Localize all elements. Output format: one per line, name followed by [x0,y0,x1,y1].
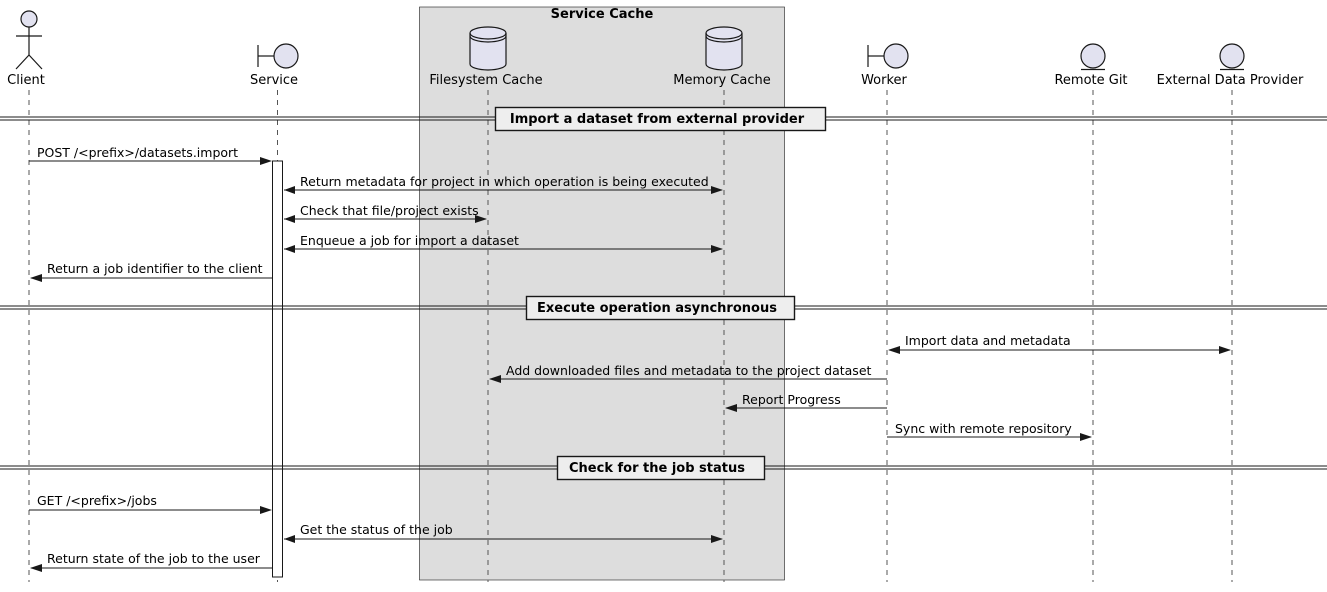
message-label: Return metadata for project in which ope… [300,174,709,189]
service-activation-bar [272,160,283,578]
divider-status: Check for the job status [0,455,1327,481]
arrow-head [260,157,272,165]
arrow-head [284,245,295,253]
message-label: Sync with remote repository [895,421,1072,436]
message-import-data: Import data and metadata [888,333,1231,354]
arrow-head [711,245,723,253]
participant-memory-cache: Memory Cache [673,26,771,88]
message-label: Get the status of the job [300,522,453,537]
message-sync-remote: Sync with remote repository [887,421,1092,441]
message-label: Enqueue a job for import a dataset [300,233,519,248]
message-label: Report Progress [742,392,841,407]
entity-icon [1080,43,1106,71]
message-label: Check that file/project exists [300,203,479,218]
participant-label: Client [7,73,45,88]
message-return-state: Return state of the job to the user [30,551,272,572]
divider-label: Check for the job status [569,461,745,476]
arrow-head [284,186,295,194]
message-label: POST /<prefix>/datasets.import [37,145,238,160]
database-icon [469,26,507,71]
participant-service: Service [250,43,299,88]
arrow-head [1219,346,1231,354]
arrow-head [284,215,295,223]
message-label: Add downloaded files and metadata to the… [506,363,872,378]
divider-import: Import a dataset from external provider [0,106,1327,132]
arrow-head [725,404,737,412]
arrow-head [260,506,272,514]
entity-icon [1219,43,1245,71]
service-cache-group [419,6,785,581]
participant-label: Worker [861,73,907,88]
message-return-job-id: Return a job identifier to the client [30,261,272,282]
arrow-head [711,535,723,543]
participant-label: Memory Cache [673,73,770,88]
divider-label: Import a dataset from external provider [510,112,805,127]
message-post-import: POST /<prefix>/datasets.import [29,145,272,165]
participant-filesystem-cache: Filesystem Cache [429,26,543,88]
message-check-file: Check that file/project exists [284,203,487,223]
divider-label: Execute operation asynchronous [537,301,777,316]
arrow-head [30,274,42,282]
arrow-head [489,375,501,383]
participant-remote-git: Remote Git [1054,43,1128,88]
message-report-progress: Report Progress [725,392,887,412]
participant-external-data-provider: External Data Provider [1157,43,1304,88]
boundary-icon [867,43,909,69]
participant-label: Filesystem Cache [429,73,542,88]
arrow-head [30,564,42,572]
boundary-icon [257,43,299,69]
participant-worker: Worker [861,43,909,88]
arrow-head [1080,433,1092,441]
message-enqueue-job: Enqueue a job for import a dataset [284,233,723,253]
arrow-head [284,535,295,543]
message-label: Return state of the job to the user [47,551,261,566]
message-return-metadata: Return metadata for project in which ope… [284,174,723,194]
message-get-jobs: GET /<prefix>/jobs [29,493,272,514]
message-get-status: Get the status of the job [284,522,723,543]
divider-async: Execute operation asynchronous [0,295,1327,321]
arrow-head [475,215,487,223]
database-icon [705,26,743,71]
arrow-head [888,346,900,354]
arrow-head [711,186,723,194]
participant-label: Remote Git [1054,73,1127,88]
message-label: GET /<prefix>/jobs [37,493,157,508]
message-label: Return a job identifier to the client [47,261,263,276]
participant-label: External Data Provider [1157,73,1304,88]
group-title: Service Cache [551,7,654,22]
actor-icon [15,10,43,70]
participant-label: Service [250,73,298,88]
participant-client: Client [7,10,45,88]
message-add-files: Add downloaded files and metadata to the… [489,363,887,383]
message-label: Import data and metadata [905,333,1071,348]
